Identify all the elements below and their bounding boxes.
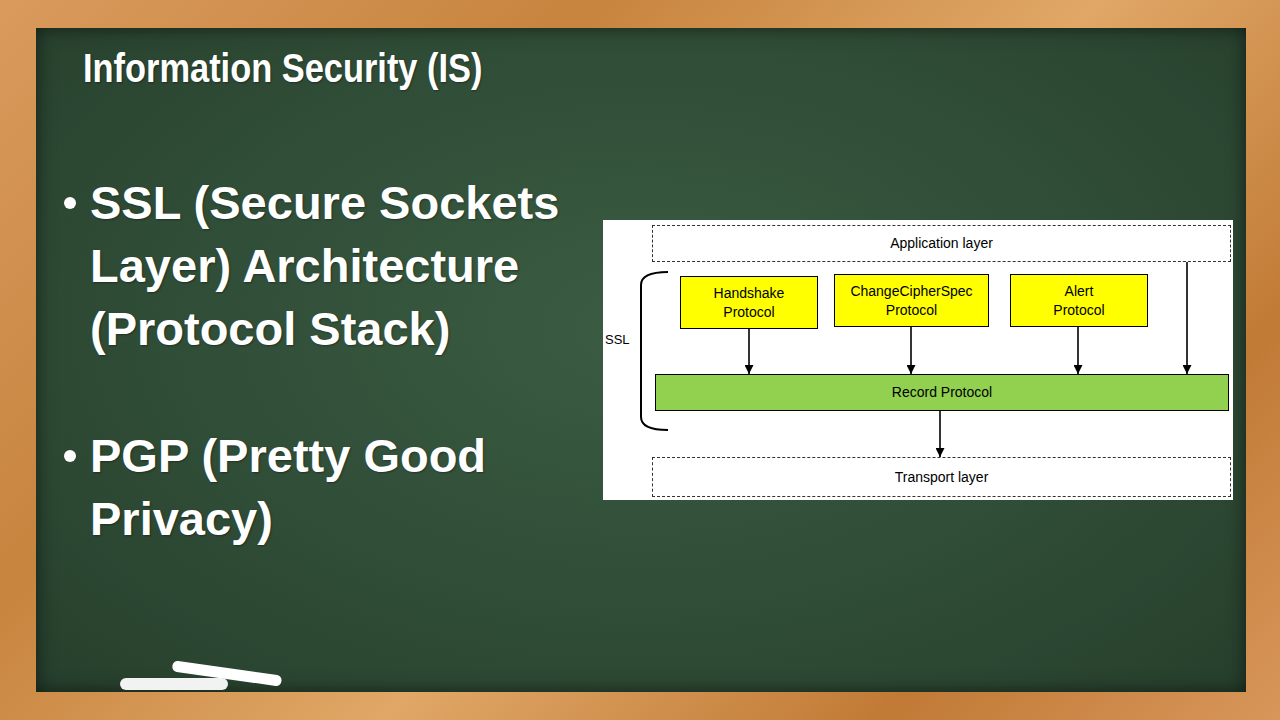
box-label: Record Protocol [892, 383, 992, 402]
box-label: Handshake Protocol [704, 284, 794, 322]
box-label: Alert Protocol [1044, 282, 1114, 320]
chalk-piece [120, 678, 228, 690]
bullet-dot [64, 197, 76, 209]
protocol-box: Alert Protocol [1010, 274, 1148, 327]
box-label: Transport layer [895, 468, 989, 487]
chalk-piece [172, 660, 282, 686]
bullet-text: PGP (Pretty Good Privacy) [90, 424, 560, 550]
protocol-box: Application layer [652, 225, 1231, 262]
box-label: ChangeCipherSpec Protocol [847, 282, 977, 320]
box-label: Application layer [890, 234, 993, 253]
protocol-box: ChangeCipherSpec Protocol [834, 274, 989, 327]
protocol-box: Handshake Protocol [680, 276, 818, 329]
flow-arrow [1186, 262, 1188, 374]
flow-arrow [748, 329, 750, 374]
group-label: SSL [605, 332, 635, 347]
bullet-dot [64, 450, 76, 462]
protocol-box: Record Protocol [655, 374, 1229, 411]
protocol-box: Transport layer [652, 457, 1231, 497]
flow-arrow [939, 411, 941, 457]
bullet-text: SSL (Secure Sockets Layer) Architecture … [90, 171, 560, 360]
slide-title: Information Security (IS) [83, 46, 482, 91]
flow-arrow [1077, 327, 1079, 374]
flow-arrow [910, 327, 912, 374]
